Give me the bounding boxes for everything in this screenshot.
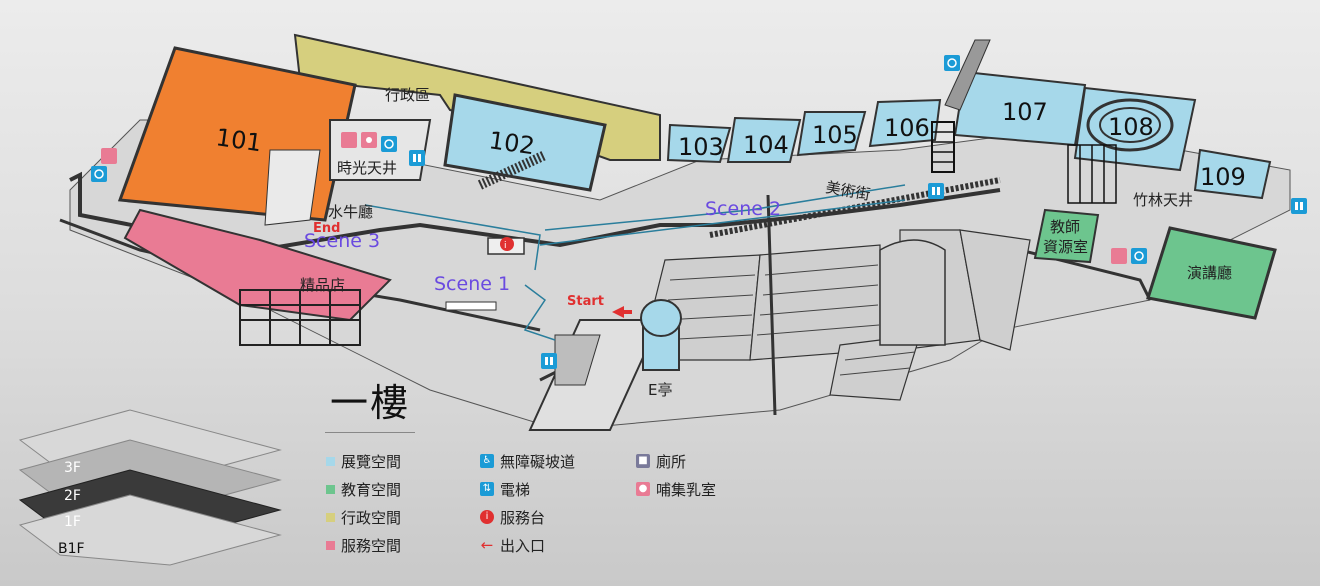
room-101-label: 101 [214, 123, 263, 157]
elevator-icon [541, 353, 557, 369]
floor-b1f-label[interactable]: B1F [58, 541, 85, 557]
room-102[interactable] [443, 93, 607, 192]
wheelchair-icon [944, 55, 960, 71]
wheelchair-icon [91, 166, 107, 182]
admin-area-label: 行政區 [385, 86, 430, 104]
room-104[interactable] [726, 116, 802, 163]
teacher-resource-room[interactable] [1033, 208, 1100, 264]
buffalo-hall-label: 水牛廳 [328, 203, 373, 221]
legend-label: 行政空間 [341, 508, 402, 527]
svg-text:i: i [504, 241, 507, 251]
legend-item-admin: 行政空間 [326, 506, 401, 528]
room-106[interactable] [868, 98, 942, 148]
entrance-arrow-icon [612, 306, 632, 318]
gift-shop-label: 精品店 [300, 276, 345, 294]
bamboo-atrium-label: 竹林天井 [1133, 191, 1193, 209]
scene-2-label: Scene 2 [705, 198, 781, 220]
elevator-icon [928, 183, 944, 199]
time-atrium-label: 時光天井 [337, 159, 397, 177]
legend-item-education: 教育空間 [326, 478, 401, 500]
legend-label: 廁所 [656, 452, 687, 471]
info-icon[interactable] [500, 237, 514, 251]
elevator-icon [409, 150, 425, 166]
info-icon: i [480, 510, 494, 524]
legend-item-service: 服務空間 [326, 534, 401, 556]
legend-label: 服務台 [500, 508, 546, 527]
room-106-label: 106 [884, 114, 930, 142]
service-swatch [326, 540, 335, 550]
legend-label: 展覽空間 [341, 452, 402, 471]
legend-item-entrance: ← 出入口 [480, 534, 545, 556]
room-108-label: 108 [1108, 113, 1154, 141]
teacher-room-label-2: 資源室 [1043, 238, 1088, 256]
scene-1-label: Scene 1 [434, 273, 510, 295]
legend-item-nursing: ● 哺集乳室 [636, 478, 716, 500]
legend-item-exhibition: 展覽空間 [326, 450, 401, 472]
lecture-hall[interactable] [1146, 226, 1277, 320]
nursing-room-icon [361, 132, 377, 148]
legend-label: 無障礙坡道 [500, 452, 576, 471]
room-109[interactable] [1193, 148, 1272, 200]
elevator-icon [1291, 198, 1307, 214]
floor-stack [18, 409, 282, 566]
floor-2f-label[interactable]: 2F [64, 488, 81, 504]
legend-item-elevator: ⇅ 電梯 [480, 478, 530, 500]
nursing-room-icon: ● [636, 482, 650, 496]
elevator-icon: ⇅ [480, 482, 494, 496]
room-104-label: 104 [743, 131, 789, 159]
room-109-label: 109 [1200, 163, 1246, 191]
wheelchair-icon [1131, 248, 1147, 264]
admin-swatch [326, 512, 335, 522]
room-105[interactable] [796, 111, 867, 157]
legend-label: 教育空間 [341, 480, 402, 499]
room-102-label: 102 [487, 126, 536, 160]
start-label: Start [567, 294, 604, 309]
room-107-label: 107 [1002, 98, 1048, 126]
wheelchair-icon: ♿ [480, 454, 494, 468]
arrow-left-icon: ← [480, 536, 494, 554]
floor-title: 一樓 [330, 381, 411, 425]
restroom-icon [341, 132, 357, 148]
legend-item-ramp: ♿ 無障礙坡道 [480, 450, 575, 472]
room-108[interactable] [1073, 86, 1197, 172]
legend-label: 哺集乳室 [656, 480, 717, 499]
room-105-label: 105 [812, 121, 858, 149]
legend-item-service-desk: i 服務台 [480, 506, 545, 528]
floor-1f-label[interactable]: 1F [64, 514, 81, 530]
legend-label: 服務空間 [341, 536, 402, 555]
scene-3-label: Scene 3 [304, 230, 380, 252]
title-divider [325, 432, 415, 433]
end-label: End [313, 221, 340, 236]
e-pavilion-label: E亭 [648, 381, 672, 399]
restroom-icon [1111, 248, 1127, 264]
legend-item-restroom: ■ 廁所 [636, 450, 686, 472]
wheelchair-icon [381, 136, 397, 152]
exhibition-swatch [326, 456, 335, 466]
room-103-label: 103 [678, 133, 724, 161]
room-103[interactable] [666, 123, 732, 164]
restroom-icon: ■ [636, 454, 650, 468]
legend-label: 電梯 [500, 480, 531, 499]
lecture-hall-label: 演講廳 [1187, 264, 1232, 282]
restroom-icon [101, 148, 117, 164]
floor-3f-label[interactable]: 3F [64, 460, 81, 476]
teacher-room-label-1: 教師 [1050, 218, 1080, 236]
legend-label: 出入口 [500, 536, 546, 555]
education-swatch [326, 484, 335, 494]
